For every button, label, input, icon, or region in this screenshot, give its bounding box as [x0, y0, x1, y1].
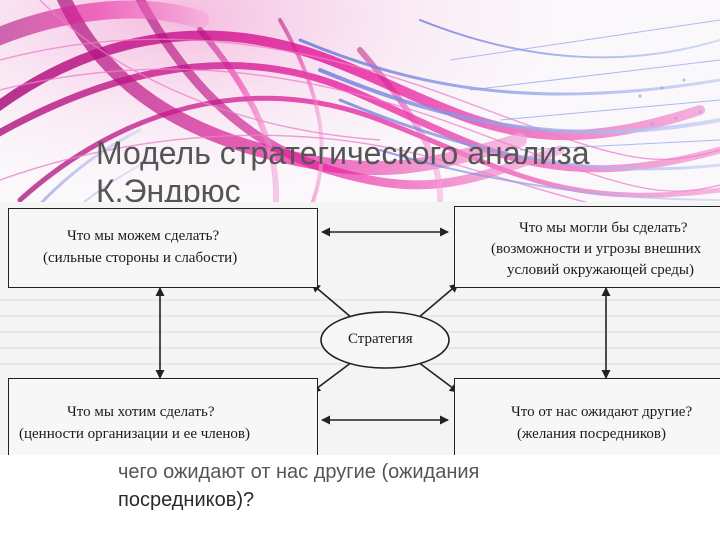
- strategy-ellipse: [320, 311, 450, 369]
- box-what-we-could-do-line-1: Что мы могли бы сделать?: [519, 220, 688, 236]
- diagram-connectors: [0, 227, 720, 425]
- strategy-model-diagram: Что мы можем сделать? (сильные стороны и…: [0, 202, 720, 458]
- arrow-to-top-right: [417, 283, 459, 319]
- box-what-we-could-do: Что мы могли бы сделать? (возможности и …: [454, 206, 720, 288]
- box-what-others-expect-line-2: (желания посредников): [517, 426, 666, 442]
- slide-title-line-1: Модель стратегического анализа: [96, 135, 590, 171]
- box-what-we-want-to-do-line-1: Что мы хотим сделать?: [67, 404, 215, 420]
- box-what-we-can-do: Что мы можем сделать? (сильные стороны и…: [8, 208, 318, 288]
- box-what-we-can-do-line-2: (сильные стороны и слабости): [43, 250, 238, 266]
- strategy-label: Стратегия: [348, 331, 413, 347]
- arrow-to-bottom-right: [417, 361, 459, 393]
- arrow-to-bottom-left: [311, 361, 353, 393]
- slide-body-text: чего ожидают от нас другие (ожидания пос…: [0, 455, 720, 540]
- box-what-we-could-do-line-2: (возможности и угрозы внешних: [491, 241, 702, 257]
- slide-title: Модель стратегического анализа К.Эндрюс: [96, 134, 590, 210]
- box-what-we-can-do-line-1: Что мы можем сделать?: [67, 228, 220, 244]
- body-text-line-1: чего ожидают от нас другие (ожидания: [118, 461, 480, 483]
- arrow-to-top-left: [311, 283, 353, 319]
- box-what-we-want-to-do-line-2: (ценности организации и ее членов): [19, 426, 251, 442]
- box-what-others-expect-line-1: Что от нас ожидают другие?: [511, 404, 693, 420]
- box-what-we-could-do-line-3: условий окружающей среды): [507, 262, 694, 278]
- box-what-we-want-to-do: Что мы хотим сделать? (ценности организа…: [8, 378, 318, 458]
- box-what-others-expect: Что от нас ожидают другие? (желания поср…: [454, 378, 720, 458]
- body-text-line-2: посредников)?: [118, 489, 255, 511]
